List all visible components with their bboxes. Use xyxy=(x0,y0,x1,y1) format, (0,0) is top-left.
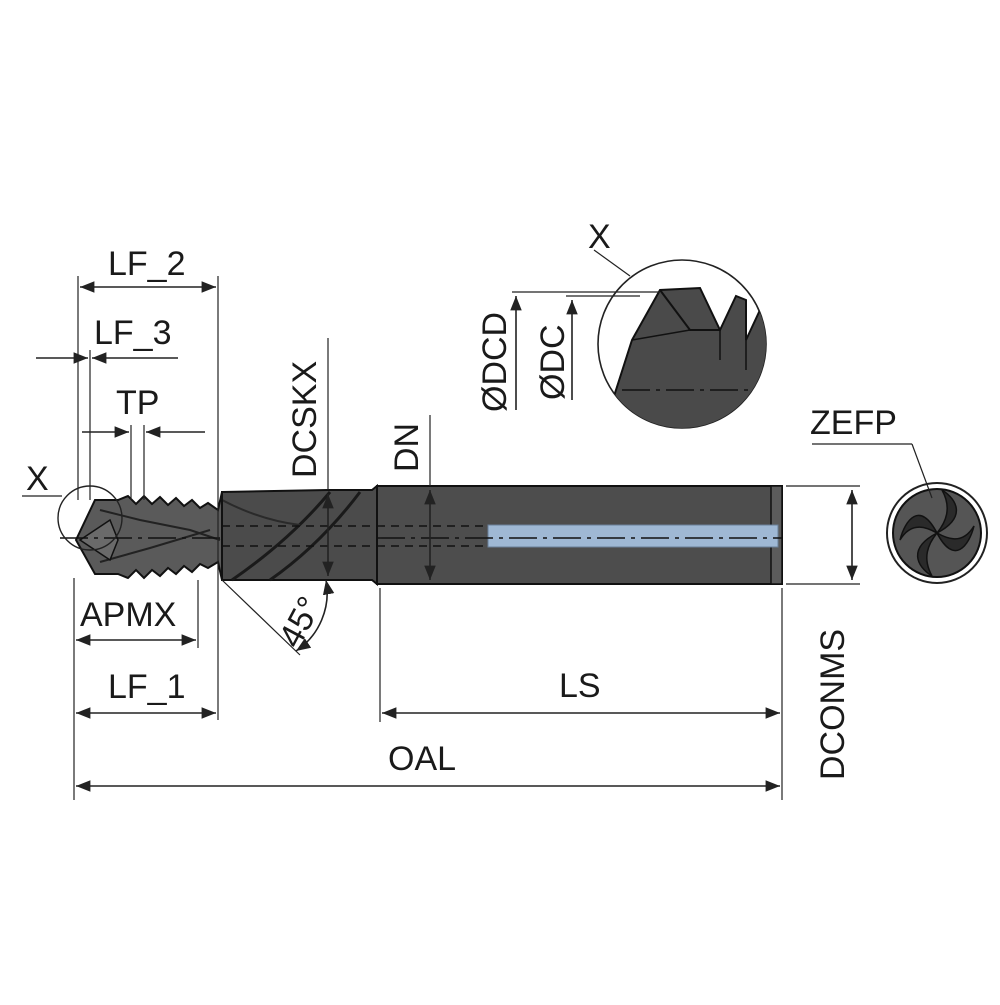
detail-view-x: X ØDCD ØDC xyxy=(476,218,767,429)
threaded-section xyxy=(60,491,223,581)
label-lf3: LF_3 xyxy=(94,314,172,352)
label-dn: DN xyxy=(388,423,426,472)
label-x-detail: X xyxy=(588,218,611,256)
label-oal: OAL xyxy=(388,740,456,778)
label-dcskx: DCSKX xyxy=(286,361,324,478)
label-lf1: LF_1 xyxy=(108,668,186,706)
tool-shank xyxy=(376,485,783,585)
label-lf2: LF_2 xyxy=(108,245,186,283)
label-dconms: DCONMS xyxy=(814,629,852,780)
label-angle: 45° xyxy=(272,591,330,654)
tool-neck xyxy=(221,483,378,587)
label-ls: LS xyxy=(559,667,601,705)
label-dc: ØDC xyxy=(534,324,572,400)
label-zefp: ZEFP xyxy=(810,404,897,442)
label-tp: TP xyxy=(116,384,159,422)
label-x-left: X xyxy=(26,460,49,498)
label-dcd: ØDCD xyxy=(476,312,514,412)
end-view: ZEFP xyxy=(810,404,988,584)
coolant-channel xyxy=(487,524,779,548)
label-apmx: APMX xyxy=(80,596,176,634)
